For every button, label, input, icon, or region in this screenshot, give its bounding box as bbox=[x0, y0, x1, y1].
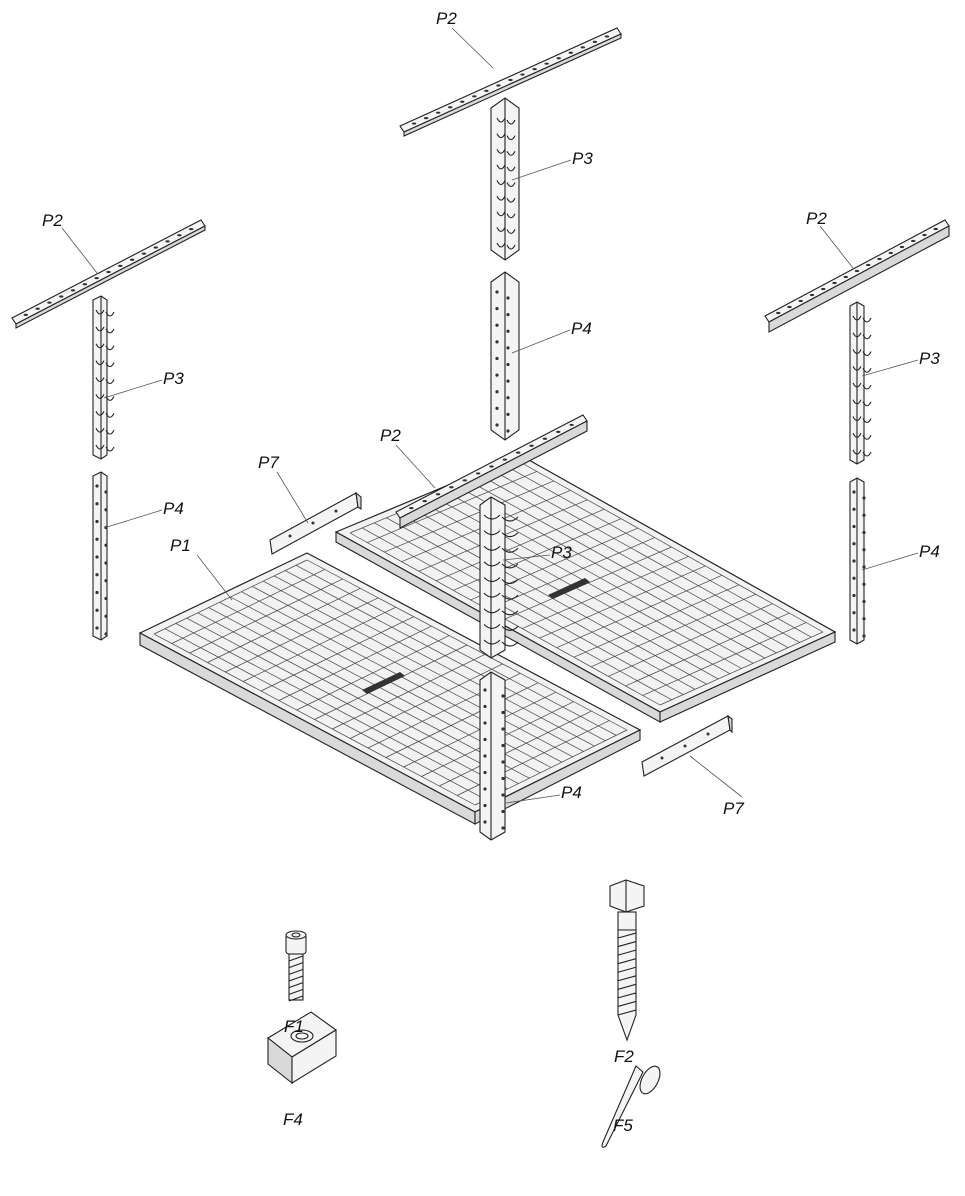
fastener-f1-bolt bbox=[285, 930, 307, 1002]
post-p4-left bbox=[92, 471, 108, 641]
label-p1: P1 bbox=[170, 536, 191, 555]
label-p7-left: P7 bbox=[258, 453, 279, 472]
shelf-back-logo bbox=[548, 578, 590, 599]
rail-p2-center bbox=[395, 414, 588, 529]
post-p3-top bbox=[490, 97, 520, 261]
rail-p2-top bbox=[399, 27, 622, 137]
label-p3-right: P3 bbox=[919, 349, 940, 368]
post-p4-top bbox=[490, 271, 520, 441]
post-p4-center bbox=[479, 671, 506, 841]
label-p3-center: P3 bbox=[551, 543, 572, 562]
label-f2: F2 bbox=[614, 1047, 634, 1066]
rail-p2-right bbox=[764, 219, 950, 333]
label-p2-left: P2 bbox=[42, 211, 63, 230]
label-p3-top: P3 bbox=[572, 149, 593, 168]
fastener-f4-nut bbox=[267, 1011, 337, 1085]
rail-p2-left bbox=[11, 219, 206, 329]
label-p2-top: P2 bbox=[436, 9, 457, 28]
fastener-f2-lag-screw bbox=[609, 879, 645, 1042]
label-p2-right: P2 bbox=[806, 209, 827, 228]
label-p4-center: P4 bbox=[561, 783, 582, 802]
label-p2-center: P2 bbox=[380, 426, 401, 445]
bracket-p7-right bbox=[641, 714, 733, 777]
label-p7-right: P7 bbox=[723, 799, 744, 818]
label-p3-left: P3 bbox=[163, 369, 184, 388]
label-p4-top: P4 bbox=[571, 319, 592, 338]
label-f4: F4 bbox=[283, 1110, 303, 1129]
fastener-f5-pin bbox=[601, 1065, 661, 1148]
post-p4-right bbox=[849, 477, 866, 645]
label-p4-left: P4 bbox=[163, 499, 184, 518]
post-p3-right bbox=[849, 301, 872, 465]
label-f1: F1 bbox=[284, 1017, 304, 1036]
post-p3-left bbox=[92, 295, 115, 460]
post-p3-center bbox=[479, 496, 519, 659]
leader-lines bbox=[61, 27, 919, 804]
label-p4-right: P4 bbox=[919, 542, 940, 561]
shelf-p1-logo bbox=[362, 672, 405, 694]
shelf-p1 bbox=[138, 552, 642, 825]
label-f5: F5 bbox=[613, 1116, 633, 1135]
shelf-back bbox=[334, 454, 837, 723]
bracket-p7-left bbox=[269, 491, 362, 555]
